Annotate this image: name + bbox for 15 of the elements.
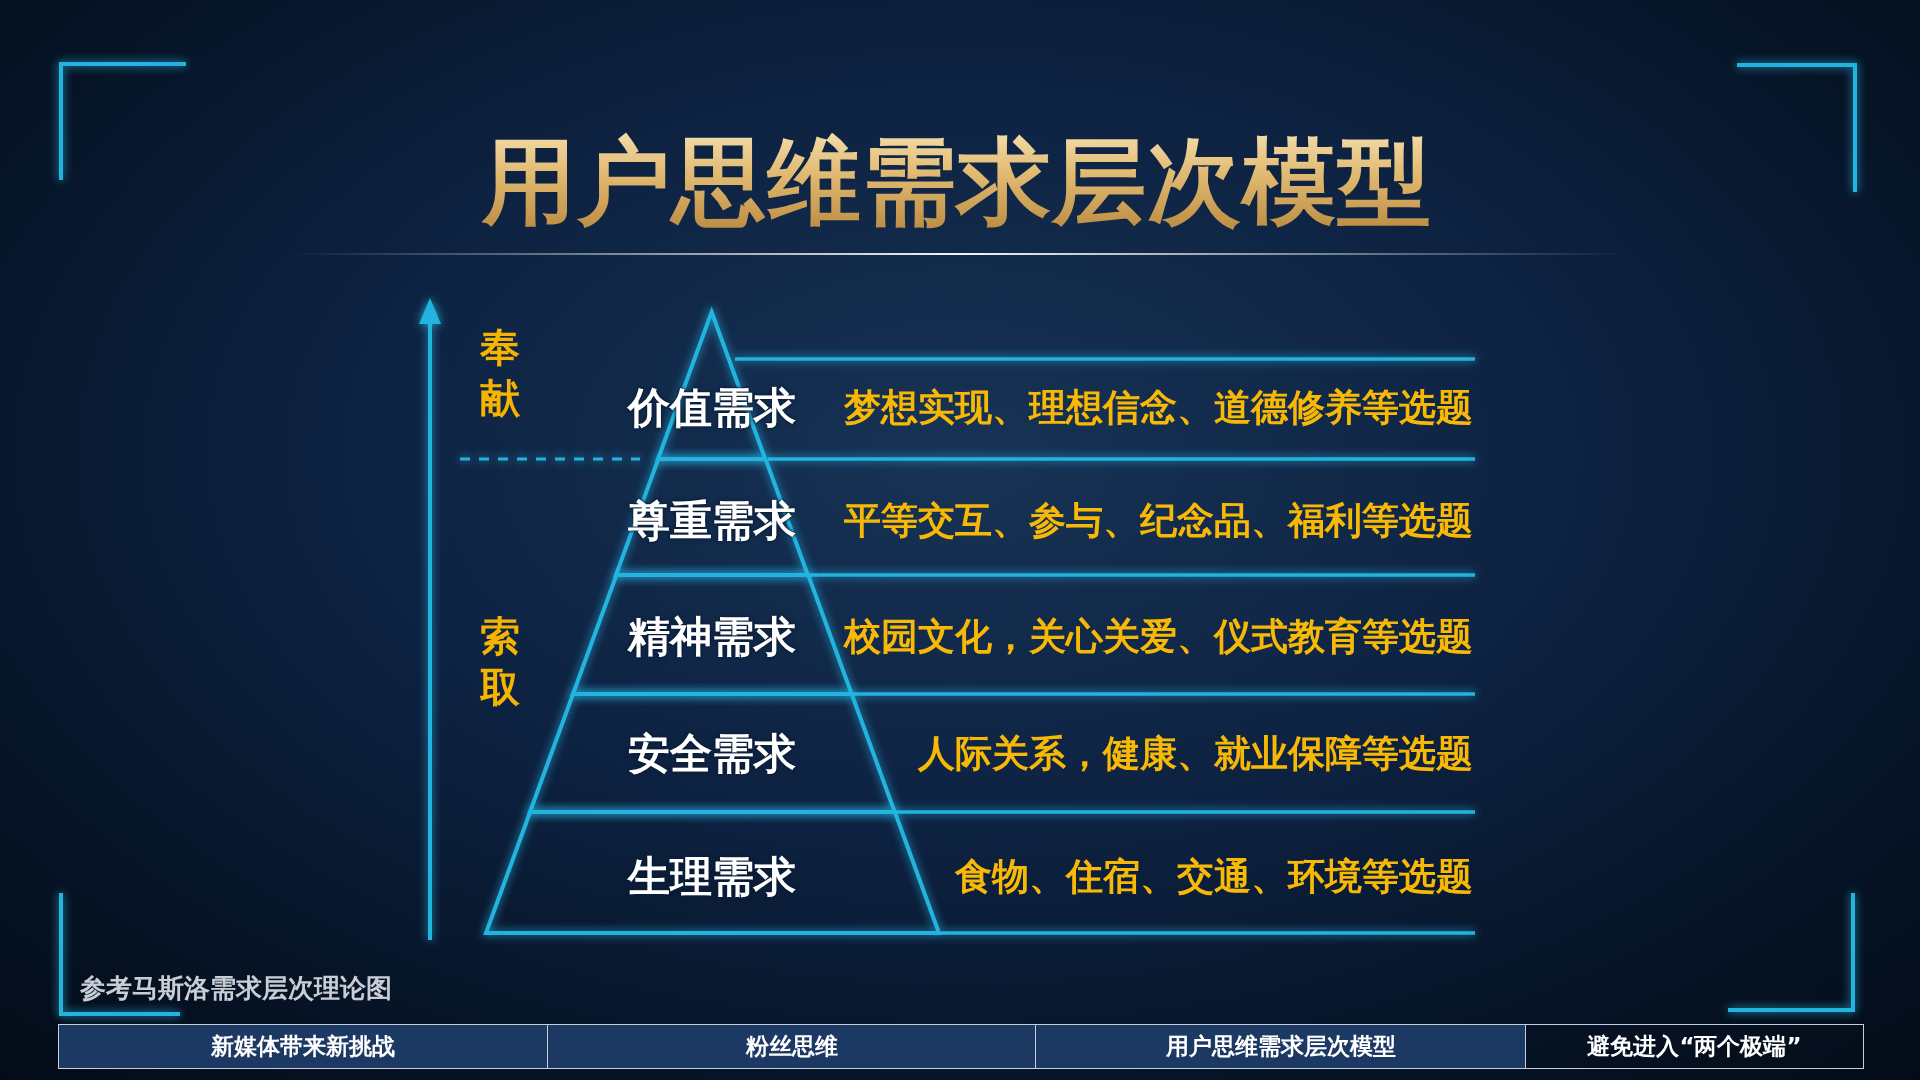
- tier-label: 安全需求: [628, 729, 796, 779]
- nav-tab: 避免进入“两个极端”: [1525, 1024, 1864, 1069]
- topic-text: 梦想实现、理想信念、道德修养等选题: [844, 385, 1473, 431]
- nav-tab: 新媒体带来新挑战: [58, 1024, 548, 1069]
- topic-text: 校园文化，关心关爱、仪式教育等选题: [844, 614, 1473, 660]
- source-note: 参考马斯洛需求层次理论图: [80, 972, 392, 1004]
- nav-tab: 粉丝思维: [547, 1024, 1036, 1069]
- side-label: 索取: [479, 612, 521, 712]
- nav-tab: 用户思维需求层次模型: [1035, 1024, 1526, 1069]
- topic-text: 食物、住宿、交通、环境等选题: [955, 854, 1473, 900]
- topic-text: 人际关系，健康、就业保障等选题: [918, 731, 1473, 777]
- topic-text: 平等交互、参与、纪念品、福利等选题: [844, 498, 1473, 544]
- tier-label: 生理需求: [628, 852, 796, 902]
- side-label: 奉献: [479, 323, 521, 423]
- tier-label: 精神需求: [628, 612, 796, 662]
